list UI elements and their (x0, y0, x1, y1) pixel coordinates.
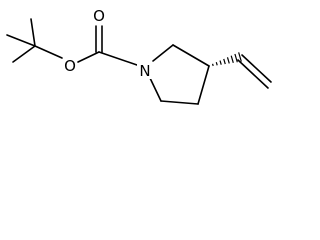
atom-label-ring-nitrogen: N (139, 62, 150, 80)
vinyl-group (208, 52, 272, 89)
bond-tbu-to-ester-oxygen (34, 45, 63, 59)
bond-ring-n-c2 (152, 44, 174, 62)
stereo-hashed-wedge (208, 52, 242, 67)
carbamate-group (77, 25, 138, 66)
bond-ring-c4-c5 (160, 100, 199, 105)
tert-butyl-group (6, 18, 63, 63)
atom-label-ester-oxygen: O (64, 57, 76, 75)
bond-tbu-methyl-bottom (12, 45, 36, 63)
bond-ester-oxygen-to-carbonyl (77, 51, 100, 63)
bond-ring-c3-c4 (197, 65, 210, 105)
hashed-wedge-stroke (230, 55, 234, 64)
hashed-wedge-stroke (211, 63, 214, 67)
hashed-wedge-stroke (223, 58, 226, 65)
bond-tbu-methyl-left (6, 34, 36, 47)
bond-ring-c2-c3 (172, 44, 210, 67)
bond-carbonyl-to-nitrogen (98, 51, 138, 66)
atom-label-carbonyl-oxygen: O (93, 7, 105, 25)
bond-tbu-methyl-top (30, 18, 36, 47)
atom-labels: O O N (63, 7, 153, 80)
bond-ring-c5-n (149, 77, 162, 102)
structure-diagram: O O N (6, 7, 272, 105)
bond-vinyl-double-b (241, 54, 272, 83)
hashed-wedge-stroke (238, 52, 242, 62)
hashed-wedge-stroke (215, 61, 218, 66)
hashed-wedge-stroke (234, 53, 238, 63)
hashed-wedge-stroke (219, 60, 222, 65)
hashed-wedge-stroke (226, 57, 230, 64)
pyrrolidine-ring (149, 44, 210, 105)
bond-vinyl-double-a (237, 59, 269, 89)
